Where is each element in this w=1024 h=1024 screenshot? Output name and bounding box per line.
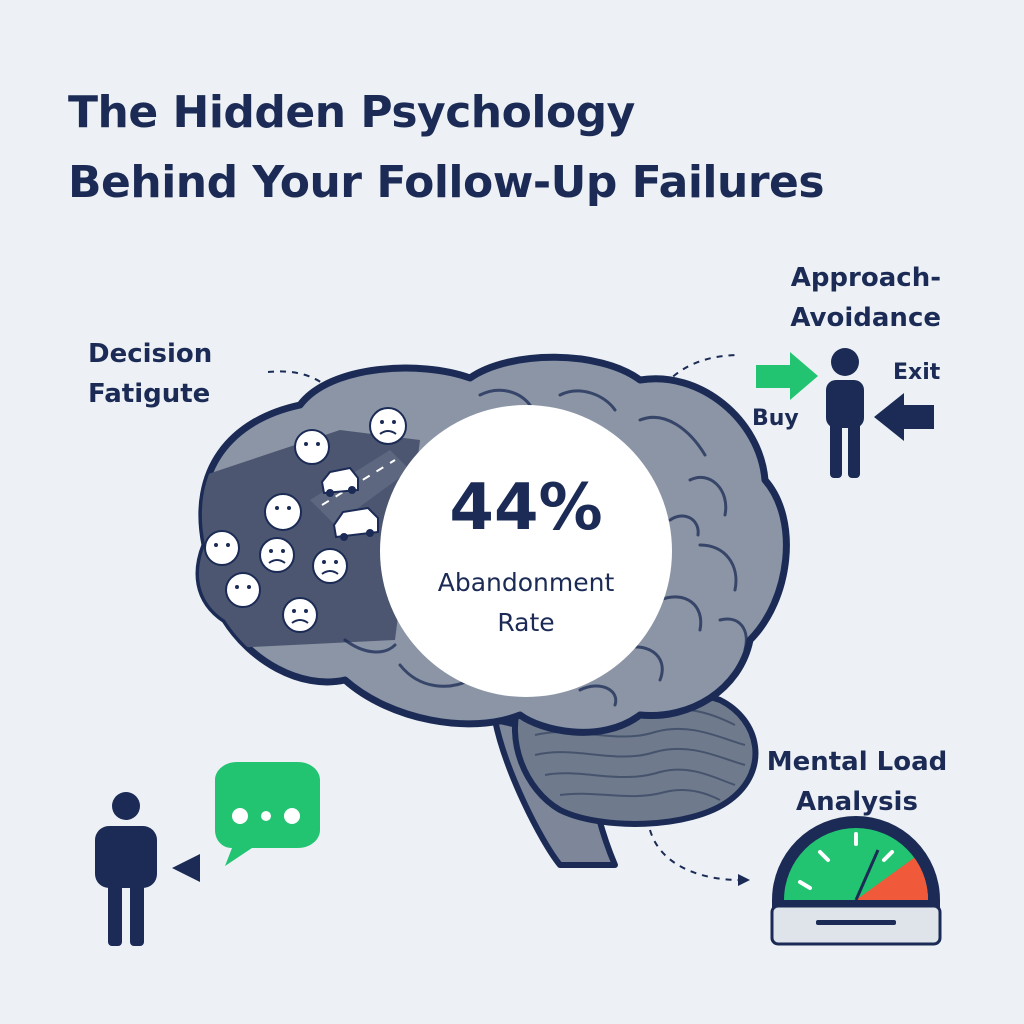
car-icon: [320, 466, 359, 497]
buy-arrow-icon: [756, 352, 818, 400]
abandonment-stat-circle: 44% Abandonment Rate: [380, 405, 672, 697]
abandonment-caption-line-1: Abandonment: [437, 568, 615, 597]
exit-label: Exit: [893, 360, 941, 385]
sad-face-icon: [264, 493, 302, 531]
person-icon: [826, 348, 864, 478]
chat-pointer-arrow-icon: [172, 854, 200, 882]
abandonment-caption-line-2: Rate: [497, 608, 555, 637]
person-icon: [95, 792, 157, 946]
sad-face-icon: [282, 597, 318, 633]
gauge-icon: [770, 816, 942, 946]
abandonment-caption: Abandonment Rate: [380, 563, 672, 643]
sad-face-icon: [259, 537, 295, 573]
abandonment-percentage: 44%: [449, 471, 603, 545]
decision-fatigue-label: Decision Fatigute: [88, 334, 212, 414]
mental-connector: [649, 829, 741, 881]
approach-avoidance-label: Approach- Avoidance: [765, 258, 941, 338]
approach-avoidance-label-line-2: Avoidance: [790, 303, 941, 333]
sad-face-icon: [369, 407, 407, 445]
sad-face-icon: [225, 572, 261, 608]
exit-arrow-icon: [874, 393, 934, 441]
gauge-needle: [854, 849, 880, 901]
chat-bubble-icon: [215, 762, 320, 866]
page-title: The Hidden Psychology Behind Your Follow…: [68, 78, 825, 218]
approach-connector: [651, 354, 741, 406]
decision-fatigue-label-line-1: Decision: [88, 339, 213, 369]
gauge-fill: [856, 857, 928, 900]
buy-label: Buy: [752, 406, 799, 431]
title-line-2: Behind Your Follow-Up Failures: [68, 157, 825, 208]
mental-load-label: Mental Load Analysis: [758, 742, 956, 822]
sad-face-icon: [312, 548, 348, 584]
title-line-1: The Hidden Psychology: [68, 87, 635, 138]
decision-fatigue-label-line-2: Fatigute: [88, 379, 211, 409]
sad-face-icon: [204, 530, 240, 566]
mental-load-label-line-2: Analysis: [796, 787, 918, 817]
road: [310, 450, 410, 525]
mental-load-label-line-1: Mental Load: [766, 747, 948, 777]
car-icon: [332, 506, 379, 541]
sad-face-icon: [294, 429, 330, 465]
approach-avoidance-label-line-1: Approach-: [790, 263, 941, 293]
mental-connector-arrowhead: [738, 874, 750, 886]
